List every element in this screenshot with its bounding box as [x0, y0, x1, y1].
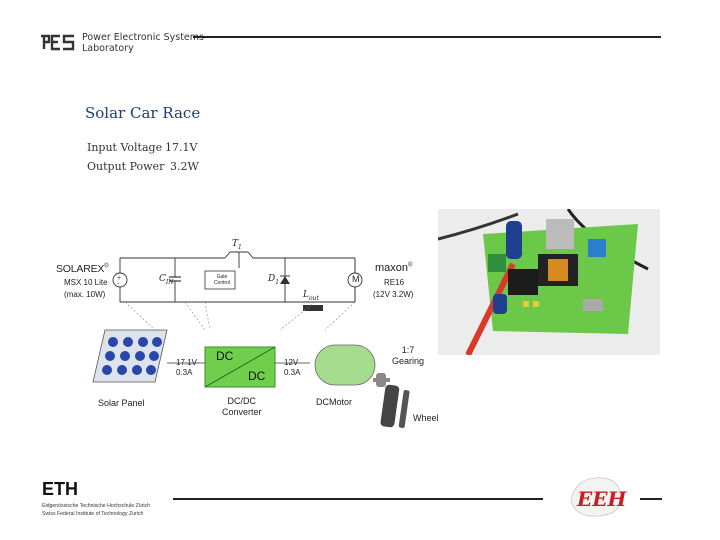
spec-input-voltage: Input Voltage 17.1V	[87, 141, 197, 154]
svg-text:+: +	[117, 275, 121, 282]
eeh-logo: EEH	[570, 477, 627, 517]
converter-board-photo	[438, 209, 660, 355]
solar-panel	[92, 329, 168, 383]
spec-label: Output Power	[87, 160, 165, 173]
label-lout: Lout	[303, 290, 319, 302]
pes-logo	[41, 34, 75, 51]
lab-name-line1: Power Electronic Systems	[82, 32, 204, 43]
spec-label: Input Voltage	[87, 141, 163, 154]
wheel-shape	[380, 384, 400, 428]
label-motor-brand: maxon®	[375, 262, 413, 274]
label-cin: CIN	[159, 274, 174, 286]
label-dc-top: DC	[216, 349, 234, 363]
footer-rule-right	[640, 498, 662, 500]
eth-logo: ETH	[42, 479, 78, 498]
lab-name: Power Electronic Systems Laboratory	[82, 32, 204, 54]
gearing-shape	[376, 373, 386, 387]
dc-motor-body	[314, 344, 376, 386]
gate-control-box	[204, 270, 236, 290]
eth-name-line2: Swiss Federal Institute of Technology Zu…	[42, 510, 144, 517]
eeh-logo-text: EEH	[576, 487, 627, 511]
label-motor-m: M	[352, 274, 360, 284]
label-dc-bottom: DC	[248, 369, 266, 383]
label-wheel: Wheel	[413, 413, 439, 423]
label-solar-brand: SOLAREX®	[56, 263, 109, 275]
diode-symbol	[280, 276, 290, 284]
circuit-schematic: + -	[112, 251, 363, 331]
label-motor-model: RE16	[384, 278, 405, 287]
inductor-symbol	[303, 305, 323, 311]
lab-name-line2: Laboratory	[82, 43, 134, 54]
spec-value: 17.1V	[165, 141, 198, 154]
label-solar-rating: (max. 10W)	[64, 290, 106, 299]
spec-value: 3.2W	[170, 160, 199, 173]
label-t1: T1	[232, 239, 242, 251]
spec-output-power: Output Power 3.2W	[87, 160, 199, 173]
eth-name-line1: Eidgenössische Technische Hochschule Zür…	[42, 503, 151, 509]
eth-logo-text: ETH	[42, 479, 78, 498]
slide-title: Solar Car Race	[85, 104, 201, 122]
footer-rule-left	[173, 498, 543, 500]
label-dc-motor: DCMotor	[316, 397, 353, 407]
label-motor-rating: (12V 3.2W)	[373, 290, 414, 299]
label-solar-model: MSX 10 Lite	[64, 278, 108, 287]
header-rule	[193, 36, 661, 38]
eth-name: Eidgenössische Technische Hochschule Zür…	[42, 503, 150, 518]
svg-text:-: -	[117, 281, 120, 288]
solar-car-diagram: + -	[92, 251, 410, 428]
label-d1: D1	[268, 274, 280, 286]
label-solar-panel: Solar Panel	[98, 398, 145, 408]
